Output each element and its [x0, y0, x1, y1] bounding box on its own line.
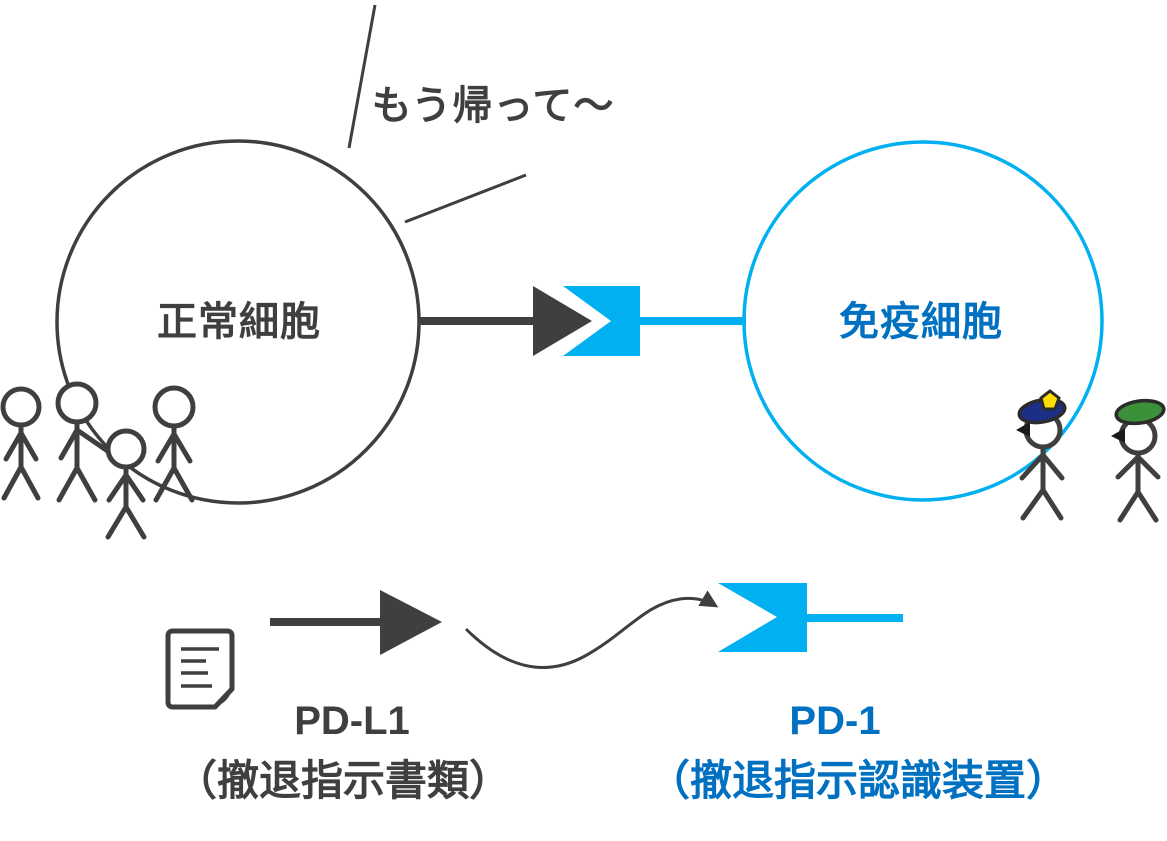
- black-ligand-arrow-icon: [270, 590, 442, 655]
- speech-pointer-line-bottom: [404, 173, 527, 224]
- beret-stick-figure: [1111, 398, 1166, 523]
- blue-notched-receptor-icon: [718, 583, 903, 652]
- pd-l1-title: PD-L1: [294, 699, 410, 743]
- pd-1-title: PD-1: [789, 699, 881, 743]
- normal-cell-label: 正常細胞: [157, 300, 321, 344]
- speech-text: もう帰って〜: [371, 84, 615, 128]
- stick-figure: [152, 385, 196, 503]
- beret-icon: [1114, 398, 1166, 426]
- immune-cell-label: 免疫細胞: [839, 300, 1003, 344]
- document-icon: [165, 628, 235, 710]
- speech-pointer-line-top: [347, 4, 377, 149]
- nose-icon: [1016, 422, 1030, 437]
- police-stick-figure: [1016, 389, 1067, 521]
- nose-icon: [1111, 428, 1125, 443]
- pd-1-subtitle: （撤退指示認識装置）: [647, 757, 1069, 804]
- curved-arrow-icon: [464, 590, 719, 669]
- black-ligand-arrow-icon: [419, 286, 592, 356]
- stick-figure-crowd: [0, 381, 196, 540]
- stick-figure: [105, 428, 147, 540]
- police-badge-icon: [1039, 389, 1061, 411]
- pd-l1-subtitle: （撤退指示書類）: [174, 757, 512, 804]
- blue-notched-receptor-icon: [563, 286, 746, 356]
- stick-figure: [55, 381, 112, 503]
- stick-figure: [0, 386, 42, 501]
